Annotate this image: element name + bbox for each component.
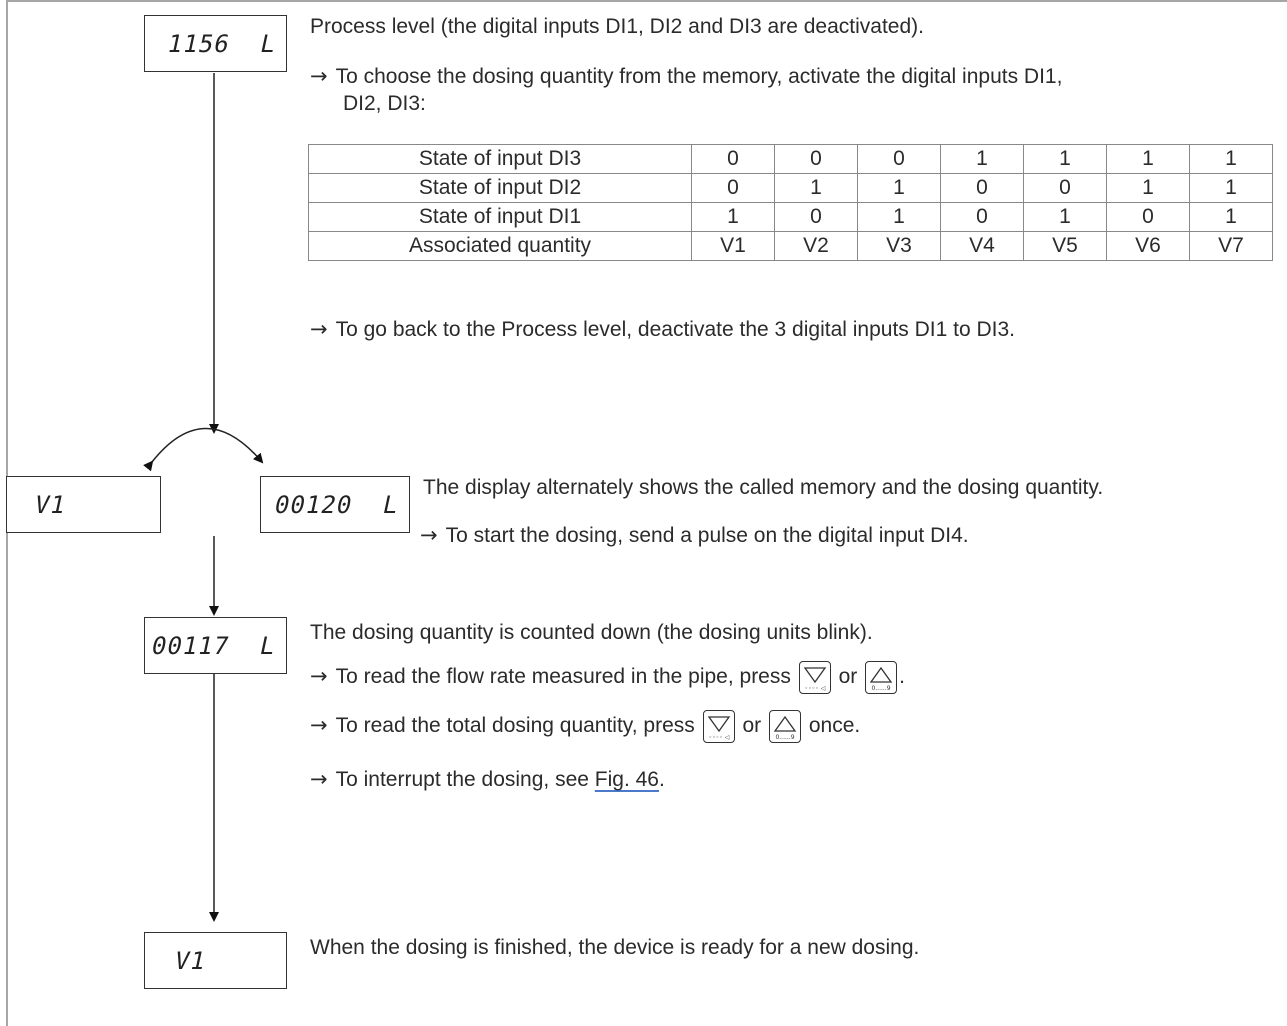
display-quantity: 00120 L bbox=[260, 476, 410, 533]
down-arrow-key-icon[interactable]: ◦◦◦◦ ◁ bbox=[702, 709, 735, 743]
table-cell: 0 bbox=[691, 173, 775, 203]
countdown-text: The dosing quantity is counted down (the… bbox=[310, 621, 873, 644]
display-memory-v1: V1 bbox=[6, 476, 161, 533]
table-cell: 1 bbox=[1189, 202, 1273, 232]
row-label: State of input DI3 bbox=[308, 144, 692, 174]
table-cell: 1 bbox=[857, 173, 941, 203]
table-cell: 0 bbox=[774, 144, 858, 174]
back-to-process-instruction: →To go back to the Process level, deacti… bbox=[310, 317, 1015, 341]
table-cell: 0 bbox=[691, 144, 775, 174]
down-arrow-key-icon[interactable]: ◦◦◦◦ ◁ bbox=[798, 660, 831, 694]
arrow-icon: → bbox=[310, 713, 328, 737]
choose-quantity-instruction-cont: DI2, DI3: bbox=[343, 92, 426, 115]
row-label: Associated quantity bbox=[308, 231, 692, 261]
fig-46-link[interactable]: Fig. 46 bbox=[594, 768, 659, 791]
table-cell: 0 bbox=[1106, 202, 1190, 232]
display-countdown: 00117 L bbox=[144, 617, 287, 674]
up-arrow-key-icon[interactable]: 0......9 bbox=[769, 709, 801, 743]
table-cell: V4 bbox=[940, 231, 1024, 261]
arrow-icon: → bbox=[310, 664, 328, 688]
table-cell: V5 bbox=[1023, 231, 1107, 261]
table-cell: 1 bbox=[857, 202, 941, 232]
row-label: State of input DI1 bbox=[308, 202, 692, 232]
table-cell: V2 bbox=[774, 231, 858, 261]
alternation-arc bbox=[143, 427, 264, 472]
up-arrow-key-icon[interactable]: 0......9 bbox=[865, 660, 898, 694]
interrupt-dosing-instruction: →To interrupt the dosing, see Fig. 46. bbox=[310, 767, 665, 791]
row-label: State of input DI2 bbox=[308, 173, 692, 203]
table-cell: 1 bbox=[774, 173, 858, 203]
table-cell: 0 bbox=[857, 144, 941, 174]
table-cell: 1 bbox=[1189, 173, 1273, 203]
table-cell: 0 bbox=[940, 202, 1024, 232]
read-total-instruction: →To read the total dosing quantity, pres… bbox=[310, 707, 860, 744]
table-cell: 1 bbox=[940, 144, 1024, 174]
start-dosing-instruction: →To start the dosing, send a pulse on th… bbox=[420, 523, 969, 547]
svg-text:0......9: 0......9 bbox=[872, 685, 891, 692]
process-level-text: Process level (the digital inputs DI1, D… bbox=[310, 15, 924, 38]
table-cell: V7 bbox=[1189, 231, 1273, 261]
display-process: 1156 L bbox=[144, 15, 287, 72]
table-cell: 0 bbox=[1023, 173, 1107, 203]
arrow-icon: → bbox=[420, 523, 438, 547]
table-cell: 1 bbox=[1106, 173, 1190, 203]
table-cell: 1 bbox=[691, 202, 775, 232]
table-cell: 1 bbox=[1023, 144, 1107, 174]
arrow-icon: → bbox=[310, 767, 328, 791]
arrow-icon: → bbox=[310, 317, 328, 341]
dosing-finished-text: When the dosing is finished, the device … bbox=[310, 936, 920, 959]
read-flow-rate-instruction: →To read the flow rate measured in the p… bbox=[310, 658, 905, 695]
alternate-display-text: The display alternately shows the called… bbox=[423, 476, 1104, 499]
table-cell: V3 bbox=[857, 231, 941, 261]
table-cell: 0 bbox=[774, 202, 858, 232]
svg-text:◦◦◦◦ ◁: ◦◦◦◦ ◁ bbox=[708, 734, 729, 741]
display-finished: V1 bbox=[144, 932, 287, 989]
table-cell: V1 bbox=[691, 231, 775, 261]
svg-text:◦◦◦◦ ◁: ◦◦◦◦ ◁ bbox=[804, 685, 825, 692]
svg-text:0......9: 0......9 bbox=[775, 734, 794, 741]
table-cell: 0 bbox=[940, 173, 1024, 203]
table-cell: 1 bbox=[1023, 202, 1107, 232]
choose-quantity-instruction: →To choose the dosing quantity from the … bbox=[310, 64, 1063, 88]
table-cell: V6 bbox=[1106, 231, 1190, 261]
arrow-icon: → bbox=[310, 64, 328, 88]
table-cell: 1 bbox=[1106, 144, 1190, 174]
table-cell: 1 bbox=[1189, 144, 1273, 174]
